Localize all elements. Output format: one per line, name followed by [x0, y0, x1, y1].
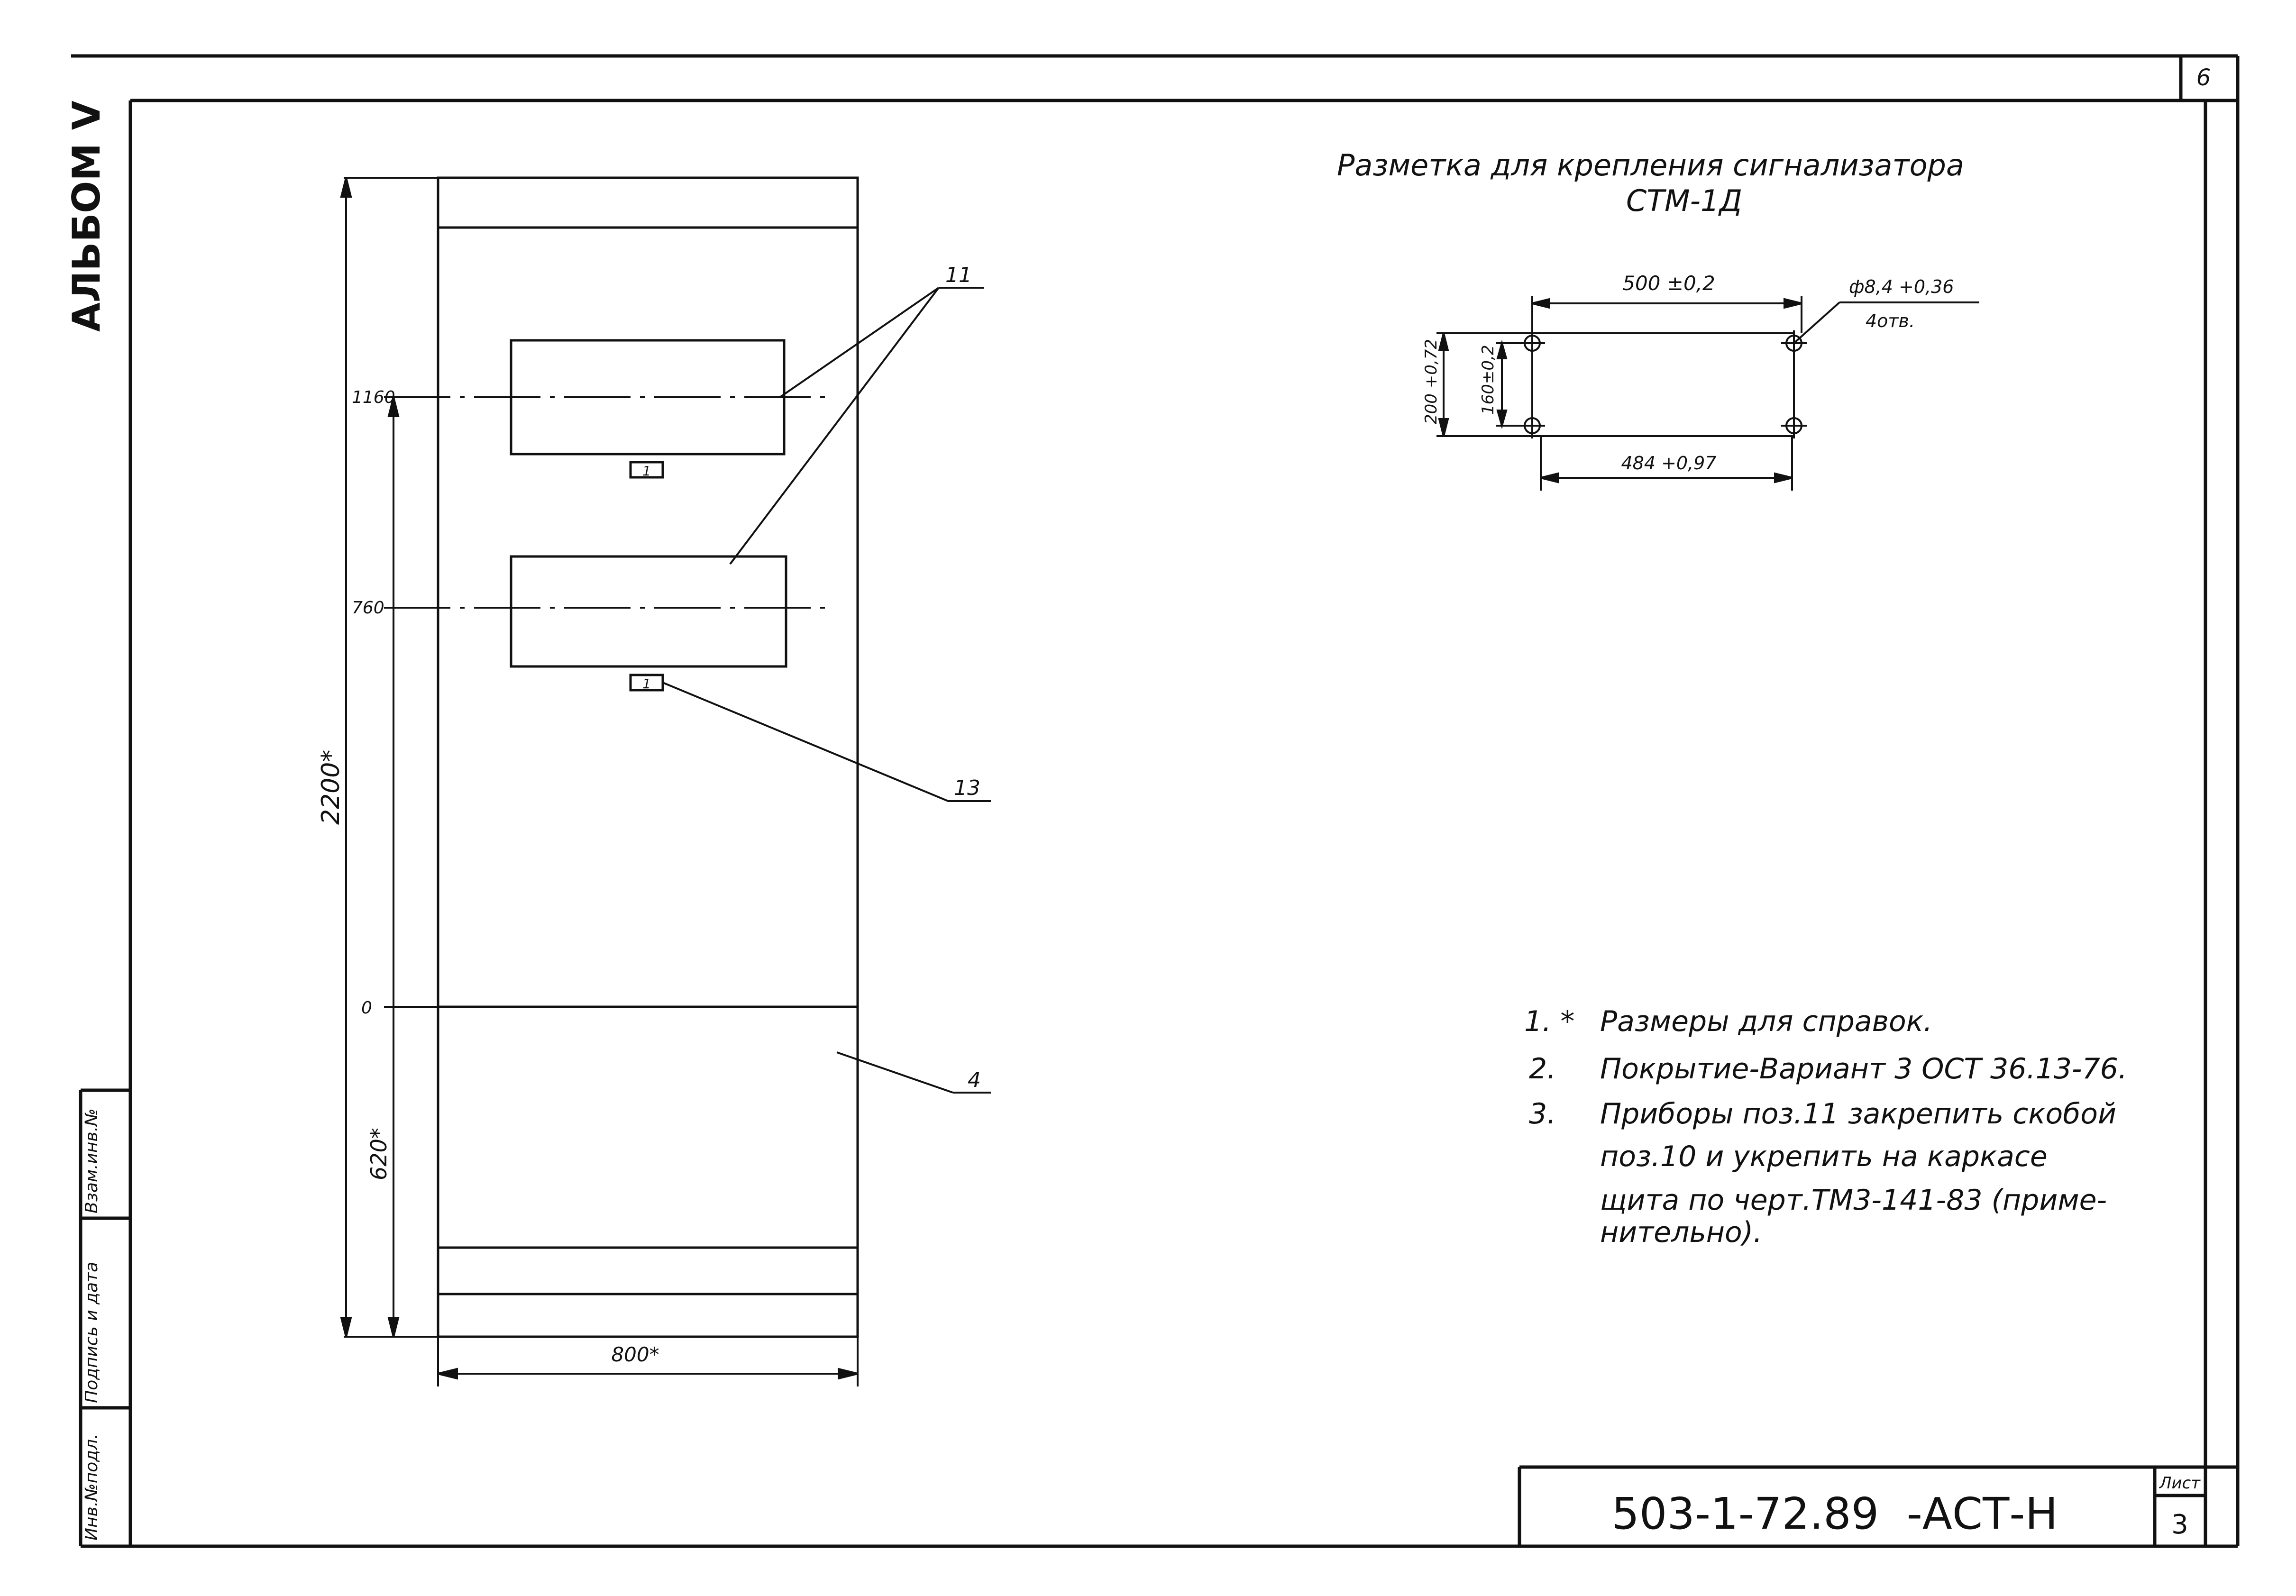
stamp-cell-inv-podl: Инв.№подл. — [82, 1434, 101, 1541]
note-3-num: 3. — [1529, 1097, 1556, 1131]
leaders — [662, 287, 991, 1094]
dim-484: 484 +0,97 — [1621, 453, 1716, 474]
tag-upper-box — [629, 461, 664, 479]
tag-upper: 1 — [642, 463, 651, 479]
note-3-line4: нительно). — [1600, 1216, 1762, 1249]
level-0: 0 — [361, 998, 372, 1018]
height-dim-label: 2200* — [317, 750, 345, 825]
sheet-label: Лист — [2159, 1474, 2201, 1493]
tag-lower: 1 — [642, 676, 651, 692]
device-lower — [510, 555, 787, 668]
level-lines — [384, 396, 834, 1008]
note-1-num: 1. * — [1524, 1005, 1574, 1038]
lower-dim-label: 620* — [366, 1128, 392, 1180]
sheet-frame — [71, 54, 2240, 1548]
marking-title-device: СТМ-1Д — [1626, 183, 1742, 218]
level-760: 760 — [352, 598, 384, 618]
corner-sheet-number: 6 — [2196, 64, 2211, 91]
marking-title: Разметка для крепления сигнализатора — [1337, 148, 1964, 182]
dim-hole: ф8,4 +0,36 — [1849, 276, 1954, 297]
title-block — [1518, 1465, 2238, 1546]
stamp-cell-vzam: Взам.инв.№ — [82, 1108, 101, 1213]
note-3-line2: поз.10 и укрепить на каркасе — [1600, 1140, 2048, 1173]
callout-13: 13 — [954, 776, 980, 800]
note-2-num: 2. — [1529, 1052, 1556, 1085]
document-code: 503-1-72.89 -АСТ-Н — [1611, 1488, 2058, 1539]
marking-view — [1436, 296, 1979, 491]
notes-block: 1. * Размеры для справок. 2. Покрытие-Ва… — [1524, 1005, 2127, 1249]
marking-outline — [1531, 332, 1795, 437]
callout-4: 4 — [968, 1068, 981, 1092]
dim-hole-count: 4отв. — [1866, 310, 1915, 331]
archive-stamp: АЛЬБОМ V — [64, 100, 109, 332]
width-dimension — [437, 1337, 859, 1386]
cabinet-front-view — [437, 176, 859, 1338]
note-1-text: Размеры для справок. — [1600, 1005, 1932, 1038]
dim-200: 200 +0,72 — [1422, 339, 1441, 424]
callout-11: 11 — [945, 263, 972, 287]
dim-160: 160±0,2 — [1479, 345, 1498, 415]
level-1160: 1160 — [352, 388, 395, 407]
height-dimension — [340, 177, 438, 1338]
stamp-cell-signature: Подпись и дата — [82, 1262, 101, 1403]
sheet-number: 3 — [2171, 1509, 2188, 1540]
note-2-text: Покрытие-Вариант 3 ОСТ 36.13-76. — [1600, 1052, 2127, 1085]
cabinet-outline — [437, 176, 859, 1338]
width-dim-label: 800* — [611, 1343, 659, 1366]
note-3-line3: щита по черт.ТМ3-141-83 (приме- — [1600, 1184, 2107, 1217]
dim-500: 500 ±0,2 — [1622, 272, 1715, 295]
note-3-text: Приборы поз.11 закрепить скобой — [1600, 1097, 2116, 1131]
